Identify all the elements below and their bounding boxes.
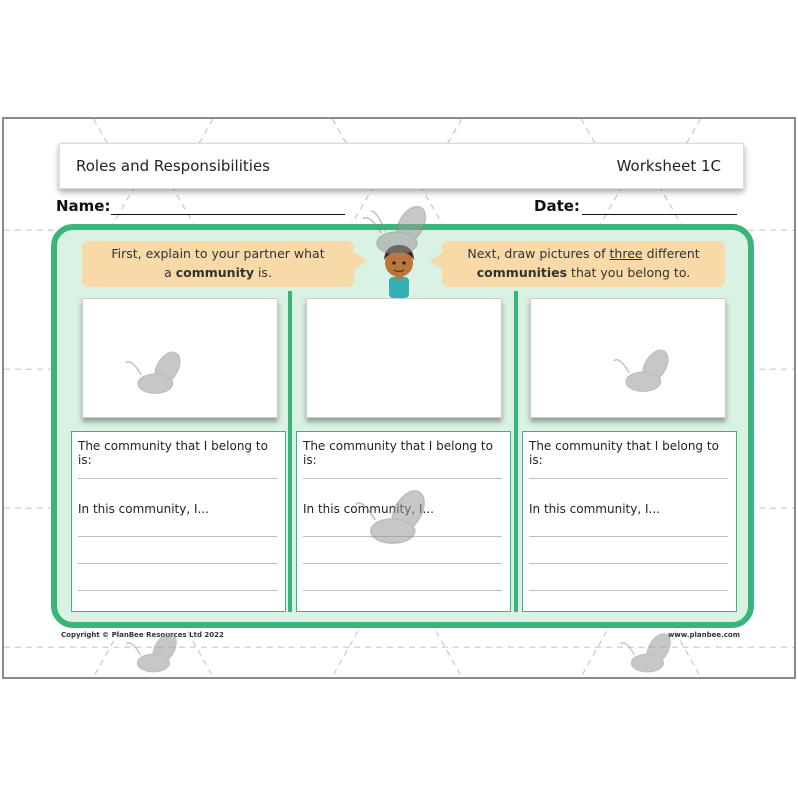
bee-watermark-icon <box>613 349 669 392</box>
bee-watermark-icon <box>619 633 671 673</box>
instruction-right-line1a: Next, draw pictures of <box>467 246 610 261</box>
writing-line <box>78 478 277 479</box>
writing-line <box>529 536 728 537</box>
writing-line <box>529 590 728 591</box>
date-field-line[interactable] <box>582 214 737 215</box>
writing-box-1[interactable]: The community that I belong to is: In th… <box>71 431 286 612</box>
instruction-left-line1: First, explain to your partner what <box>111 246 325 261</box>
drawing-box-3[interactable] <box>530 298 726 418</box>
column-divider <box>514 291 518 612</box>
writing-line <box>303 563 502 564</box>
writing-line <box>78 590 277 591</box>
writing-line <box>78 563 277 564</box>
writing-line <box>303 590 502 591</box>
instruction-left-keyword: community <box>175 265 254 280</box>
community-prompt: The community that I belong to is: <box>78 439 268 467</box>
bee-watermark-icon <box>362 205 427 255</box>
instruction-bubble-right: Next, draw pictures of three different c… <box>442 241 725 287</box>
instruction-right-keyword: communities <box>476 265 568 280</box>
community-prompt: The community that I belong to is: <box>529 439 719 467</box>
bee-watermark-icon <box>125 633 177 673</box>
community-followup: In this community, I... <box>529 502 660 516</box>
worksheet-title: Roles and Responsibilities <box>76 157 270 175</box>
instruction-right-emphasis: three <box>609 246 643 261</box>
name-field-line[interactable] <box>111 214 345 215</box>
title-bar: Roles and Responsibilities Worksheet 1C <box>59 143 744 189</box>
instruction-left-line2a: a <box>164 265 176 280</box>
worksheet-number: Worksheet 1C <box>616 157 721 175</box>
writing-line <box>529 563 728 564</box>
community-prompt: The community that I belong to is: <box>303 439 493 467</box>
writing-box-3[interactable]: The community that I belong to is: In th… <box>522 431 737 612</box>
community-followup: In this community, I... <box>78 502 209 516</box>
instruction-right-line1b: different <box>642 246 700 261</box>
writing-line <box>78 536 277 537</box>
column-divider <box>288 291 292 612</box>
instruction-right-line2: that you belong to. <box>567 265 691 280</box>
writing-line <box>303 478 502 479</box>
activity-panel: First, explain to your partner what a co… <box>51 224 754 628</box>
speech-tail-left <box>354 252 368 270</box>
bee-watermark-icon <box>354 490 425 544</box>
website-link[interactable]: www.planbee.com <box>667 631 740 639</box>
copyright-text: Copyright © PlanBee Resources Ltd 2022 <box>61 631 224 639</box>
drawing-box-2[interactable] <box>306 298 502 418</box>
name-label: Name: <box>56 197 111 215</box>
writing-line <box>529 478 728 479</box>
instruction-bubble-left: First, explain to your partner what a co… <box>82 241 354 287</box>
instruction-left-line2b: is. <box>253 265 272 280</box>
speech-tail-right <box>429 252 443 270</box>
worksheet-page: Roles and Responsibilities Worksheet 1C … <box>2 117 796 679</box>
date-label: Date: <box>534 197 580 215</box>
bee-watermark-icon <box>125 351 181 394</box>
